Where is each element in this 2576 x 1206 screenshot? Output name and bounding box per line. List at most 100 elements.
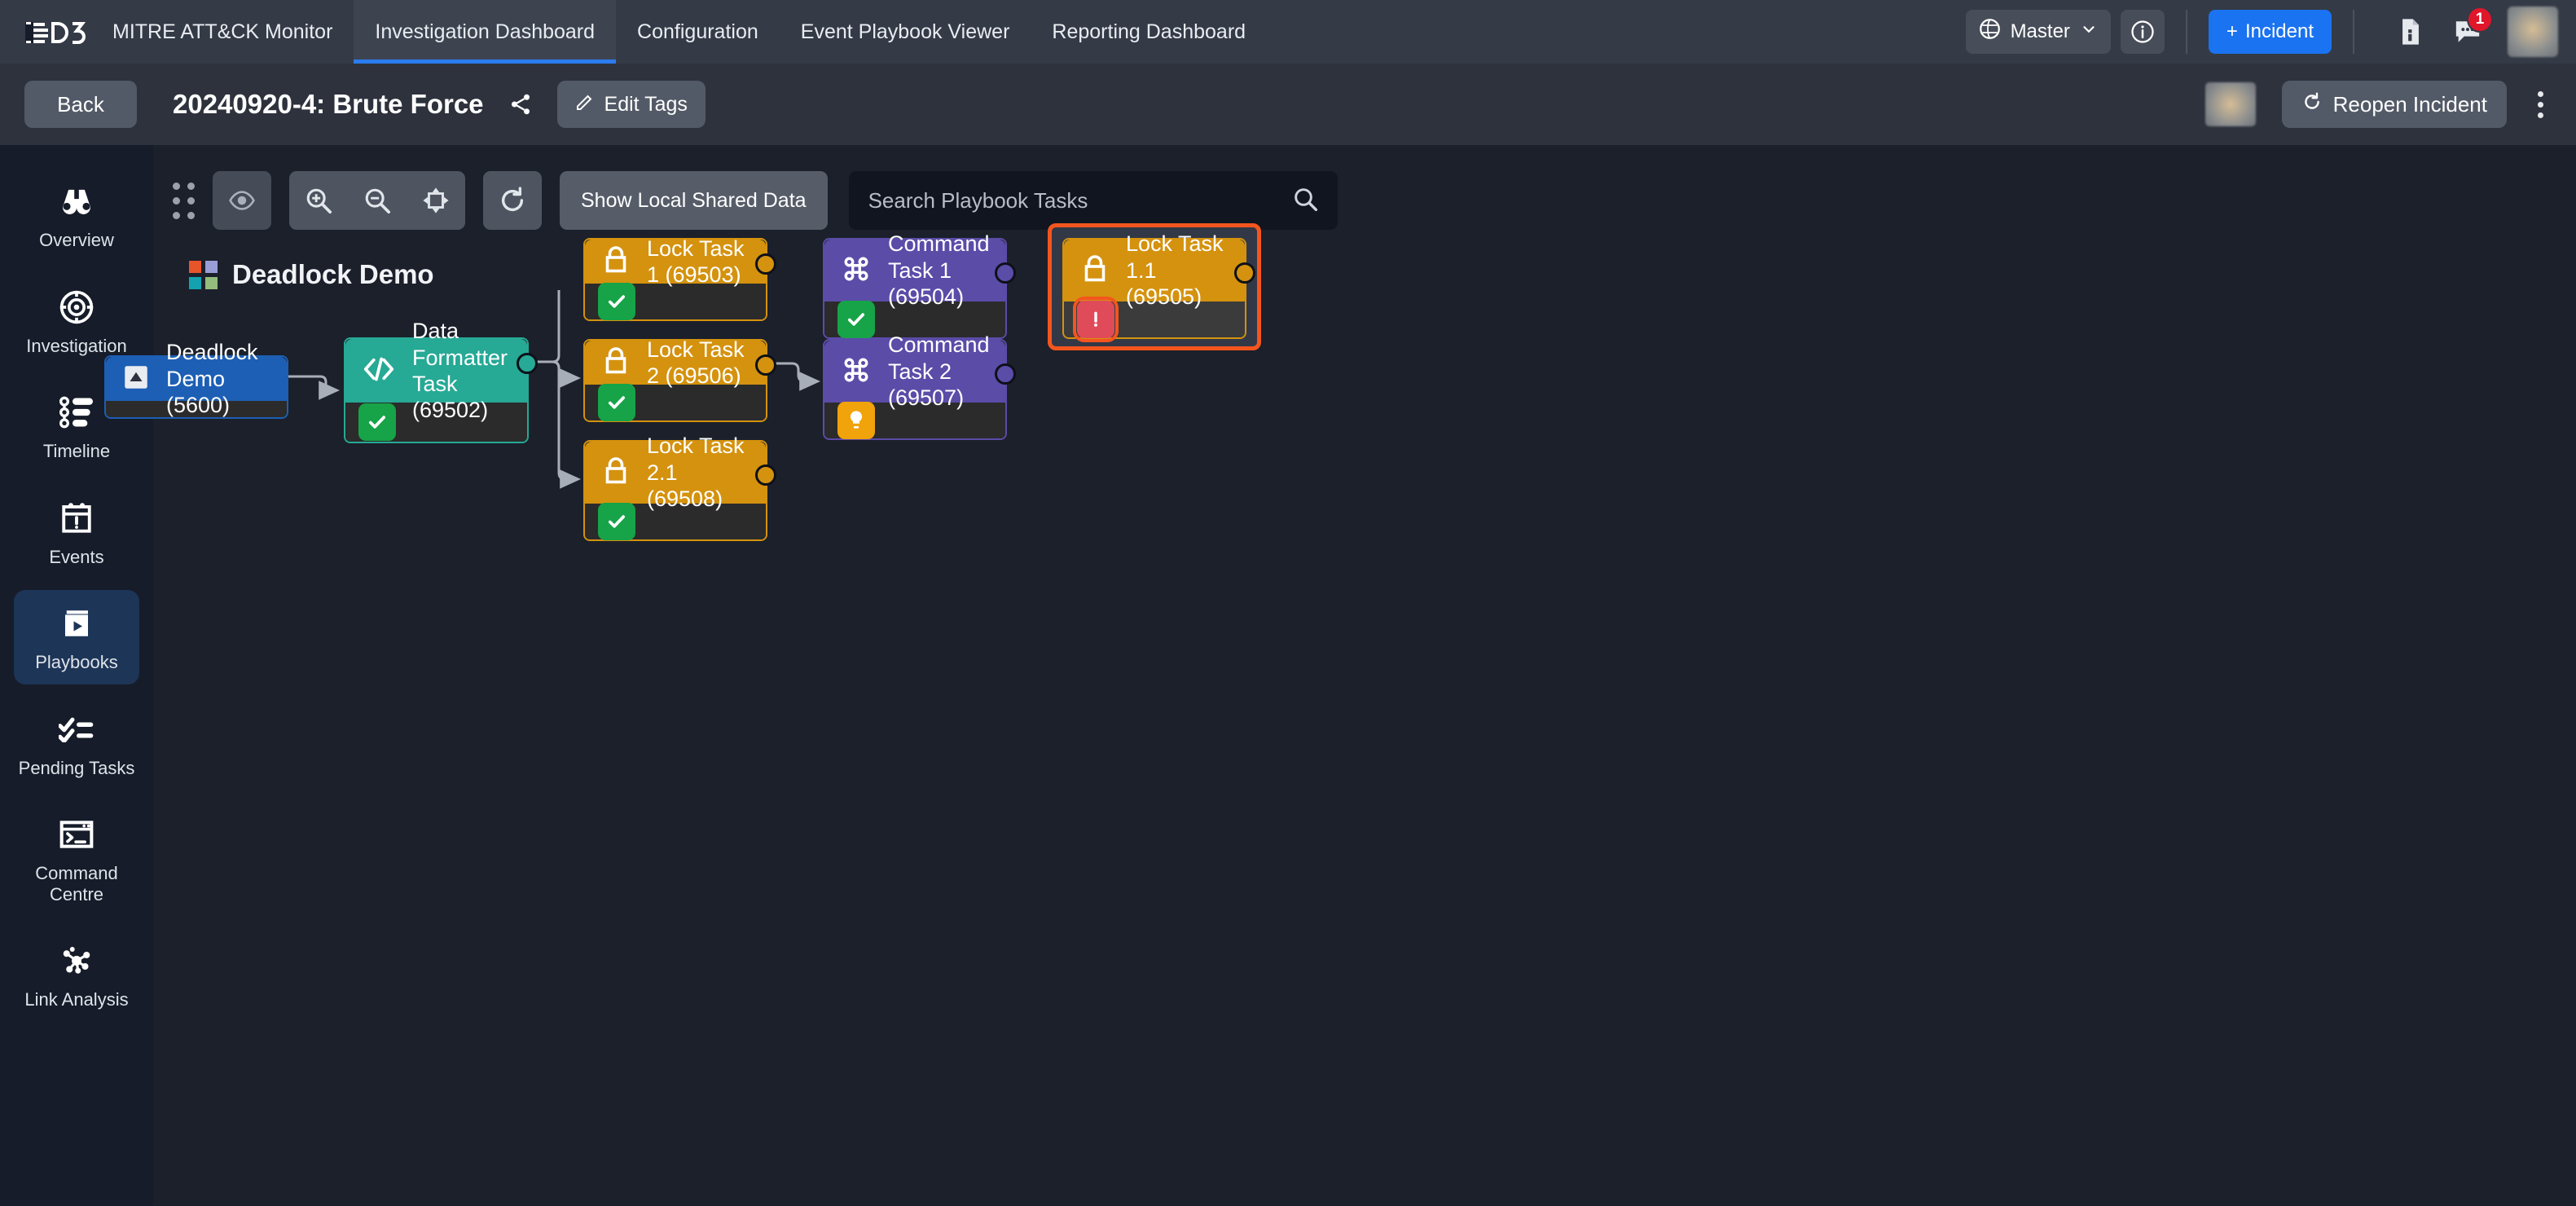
node-command-task-2-69507[interactable]: Command Task 2 (69507) — [823, 332, 1016, 440]
zoom-out-icon[interactable] — [348, 171, 407, 230]
fit-to-screen-icon[interactable] — [407, 171, 465, 230]
share-icon[interactable] — [508, 92, 533, 117]
divider — [2353, 10, 2354, 54]
sidebar-item-overview[interactable]: Overview — [14, 168, 139, 262]
add-incident-button[interactable]: + Incident — [2208, 10, 2332, 54]
lock-icon — [603, 456, 629, 490]
master-workspace-selector[interactable]: Master — [1965, 10, 2111, 54]
playbook-grid-icon — [189, 260, 218, 289]
back-button[interactable]: Back — [24, 81, 137, 128]
node-output-port[interactable] — [755, 354, 776, 376]
search-playbook-tasks-field[interactable] — [848, 171, 1338, 230]
edge-69506-69507 — [767, 362, 821, 391]
lock-icon — [603, 245, 629, 279]
node-output-port[interactable] — [755, 253, 776, 275]
node-lock-task-2-69506[interactable]: Lock Task 2 (69506) — [583, 337, 776, 422]
node-output-port[interactable] — [755, 464, 776, 486]
drag-handle[interactable] — [173, 182, 195, 219]
search-input[interactable] — [868, 187, 1292, 213]
pencil-icon — [575, 92, 595, 117]
node-title-line2: (69508) — [647, 486, 723, 512]
d3-logo-icon[interactable] — [21, 19, 91, 45]
node-output-port[interactable] — [1234, 262, 1255, 284]
info-circle-icon[interactable] — [2120, 10, 2165, 54]
sidebar-item-investigation[interactable]: Investigation — [14, 274, 139, 368]
node-title: Deadlock Demo (5600) — [166, 340, 258, 418]
reopen-arrow-icon — [2301, 91, 2323, 118]
nav-tab-configuration[interactable]: Configuration — [616, 0, 780, 64]
page-title: 20240920-4: Brute Force — [173, 89, 484, 119]
node-title: Lock Task 2 (69506) — [647, 337, 745, 388]
master-selector-label: Master — [2010, 20, 2070, 42]
node-lock-task-1-69503[interactable]: Lock Task 1 (69503) — [583, 236, 776, 321]
sidebar-item-label: Investigation — [26, 335, 127, 356]
nav-tab-investigation-dashboard[interactable]: Investigation Dashboard — [354, 0, 617, 64]
sub-header-right-cluster: Reopen Incident — [2205, 81, 2576, 128]
show-local-shared-data-button[interactable]: Show Local Shared Data — [560, 171, 828, 230]
node-lock-task-1-1-69505[interactable]: Lock Task 1.1 (69505) — [1062, 231, 1255, 342]
node-data-formatter-task-69502[interactable]: Data Formatter Task (69502) — [344, 319, 538, 443]
chat-unread-badge: 1 — [2467, 7, 2493, 33]
more-options-icon[interactable] — [2531, 85, 2550, 125]
sidebar-item-pending-tasks[interactable]: Pending Tasks — [14, 696, 139, 790]
chat-bubble-icon[interactable]: 1 — [2446, 7, 2493, 54]
reopen-incident-button[interactable]: Reopen Incident — [2281, 81, 2507, 128]
toggle-visibility-group — [213, 171, 271, 230]
node-output-port[interactable] — [995, 262, 1016, 284]
node-title-line1: Lock Task 2.1 — [647, 434, 745, 485]
playbook-name: Deadlock Demo — [232, 259, 434, 289]
sidebar-item-timeline[interactable]: Timeline — [14, 379, 139, 473]
sidebar-item-label: Overview — [39, 230, 114, 250]
status-badge-success — [358, 403, 396, 441]
sidebar-item-label: Pending Tasks — [18, 757, 135, 778]
code-icon — [363, 357, 394, 385]
status-badge-pending — [837, 402, 875, 439]
sidebar-item-link-analysis[interactable]: Link Analysis — [14, 927, 139, 1022]
edit-tags-button[interactable]: Edit Tags — [556, 81, 706, 128]
playbook-start-icon — [124, 365, 148, 394]
node-command-task-1-69504[interactable]: Command Task 1 (69504) — [823, 231, 1016, 339]
node-title-line2: (69504) — [888, 284, 965, 310]
document-info-icon[interactable] — [2389, 10, 2433, 54]
playbook-toolbar: Show Local Shared Data — [153, 163, 2576, 238]
assignee-avatar[interactable] — [2205, 82, 2256, 126]
playbook-canvas[interactable]: Deadlock Demo (5600) Data Formatter Task… — [104, 223, 2576, 1206]
globe-icon — [1979, 18, 2001, 46]
eye-icon[interactable] — [213, 171, 271, 230]
top-navigation-bar: MITRE ATT&CK Monitor Investigation Dashb… — [0, 0, 2576, 64]
node-deadlock-demo-5600[interactable]: Deadlock Demo (5600) — [104, 340, 288, 419]
user-avatar[interactable] — [2508, 7, 2558, 57]
lock-icon — [603, 346, 629, 380]
node-title-line2: (69502) — [412, 398, 489, 423]
chevron-down-icon — [2080, 20, 2098, 44]
node-output-port[interactable] — [995, 363, 1016, 385]
binoculars-icon — [57, 181, 96, 222]
status-badge-error — [1073, 297, 1119, 342]
status-badge-success — [598, 503, 635, 540]
nav-tab-label: Configuration — [637, 20, 758, 43]
nav-tab-mitre-attack-monitor[interactable]: MITRE ATT&CK Monitor — [91, 0, 354, 64]
node-title-line1: Command Task 1 — [888, 231, 990, 283]
node-title-line2: (69507) — [888, 385, 965, 411]
sidebar-item-command-centre[interactable]: Command Centre — [14, 801, 139, 916]
sidebar-item-events[interactable]: Events — [14, 485, 139, 579]
terminal-icon — [59, 814, 95, 855]
node-output-port[interactable] — [517, 353, 538, 374]
nav-tab-reporting-dashboard[interactable]: Reporting Dashboard — [1031, 0, 1267, 64]
refresh-icon[interactable] — [483, 171, 542, 230]
sidebar-item-playbooks[interactable]: Playbooks — [14, 590, 139, 684]
status-badge-success — [598, 384, 635, 421]
status-badge-success — [837, 301, 875, 338]
link-analysis-icon — [59, 940, 95, 981]
target-icon — [59, 287, 95, 328]
search-icon[interactable] — [1292, 186, 1318, 216]
node-lock-task-2-1-69508[interactable]: Lock Task 2.1 (69508) — [583, 434, 776, 541]
zoom-in-icon[interactable] — [289, 171, 348, 230]
edge-69502-69508 — [529, 360, 582, 489]
sidebar-item-label: Command Centre — [35, 863, 118, 904]
sidebar-item-label: Timeline — [42, 441, 111, 462]
node-title-line2: (69505) — [1126, 284, 1202, 310]
edge-layer — [288, 290, 821, 489]
nav-tab-event-playbook-viewer[interactable]: Event Playbook Viewer — [780, 0, 1031, 64]
zoom-controls-group — [289, 171, 465, 230]
